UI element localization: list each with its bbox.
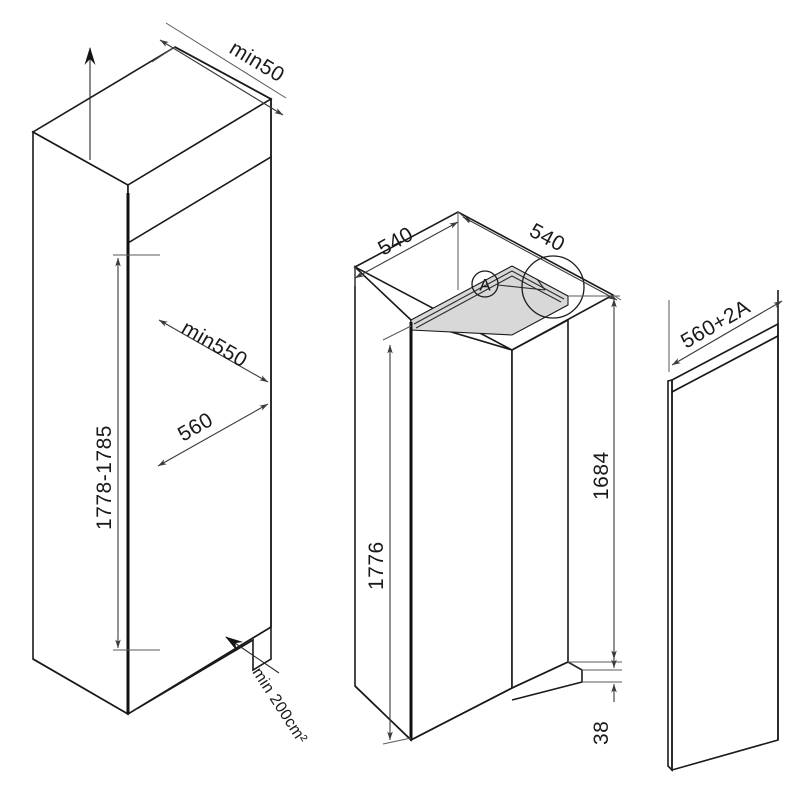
detail-letter-label: A <box>479 276 491 295</box>
appliance-door-return-face <box>511 318 569 690</box>
dimension-38: 38 <box>582 650 622 745</box>
vent-callout-label: min 200cm² <box>249 665 311 747</box>
niche-base-left-edge <box>32 658 129 715</box>
appliance-left-side-face <box>354 265 412 742</box>
dimension-1778-1785-label: 1778-1785 <box>93 425 116 530</box>
view-door-panel: 560+2A <box>667 290 783 772</box>
view-appliance-body: A 540 540 1776 <box>353 211 622 745</box>
dimension-1776-label: 1776 <box>365 541 388 590</box>
dimension-1778-1785: 1778-1785 <box>93 254 160 651</box>
appliance-door-front-face <box>410 318 513 742</box>
vent-callout-min-200cm2: min 200cm² <box>225 636 311 747</box>
dimension-1776: 1776 <box>365 325 412 745</box>
view-cabinet-niche: min50 min550 560 1778-1785 min 200cm² <box>31 22 311 747</box>
door-panel-front-face <box>671 334 779 772</box>
appliance-base-left-edge <box>354 685 412 741</box>
dimension-38-label: 38 <box>590 721 613 745</box>
door-panel-left-edge <box>667 378 673 772</box>
dimension-1684-label: 1684 <box>590 451 613 500</box>
niche-base-plinth <box>127 625 272 715</box>
dimension-1684: 1684 <box>568 295 622 663</box>
appliance-plinth-edge <box>567 661 583 671</box>
niche-left-side-panel <box>32 130 129 716</box>
